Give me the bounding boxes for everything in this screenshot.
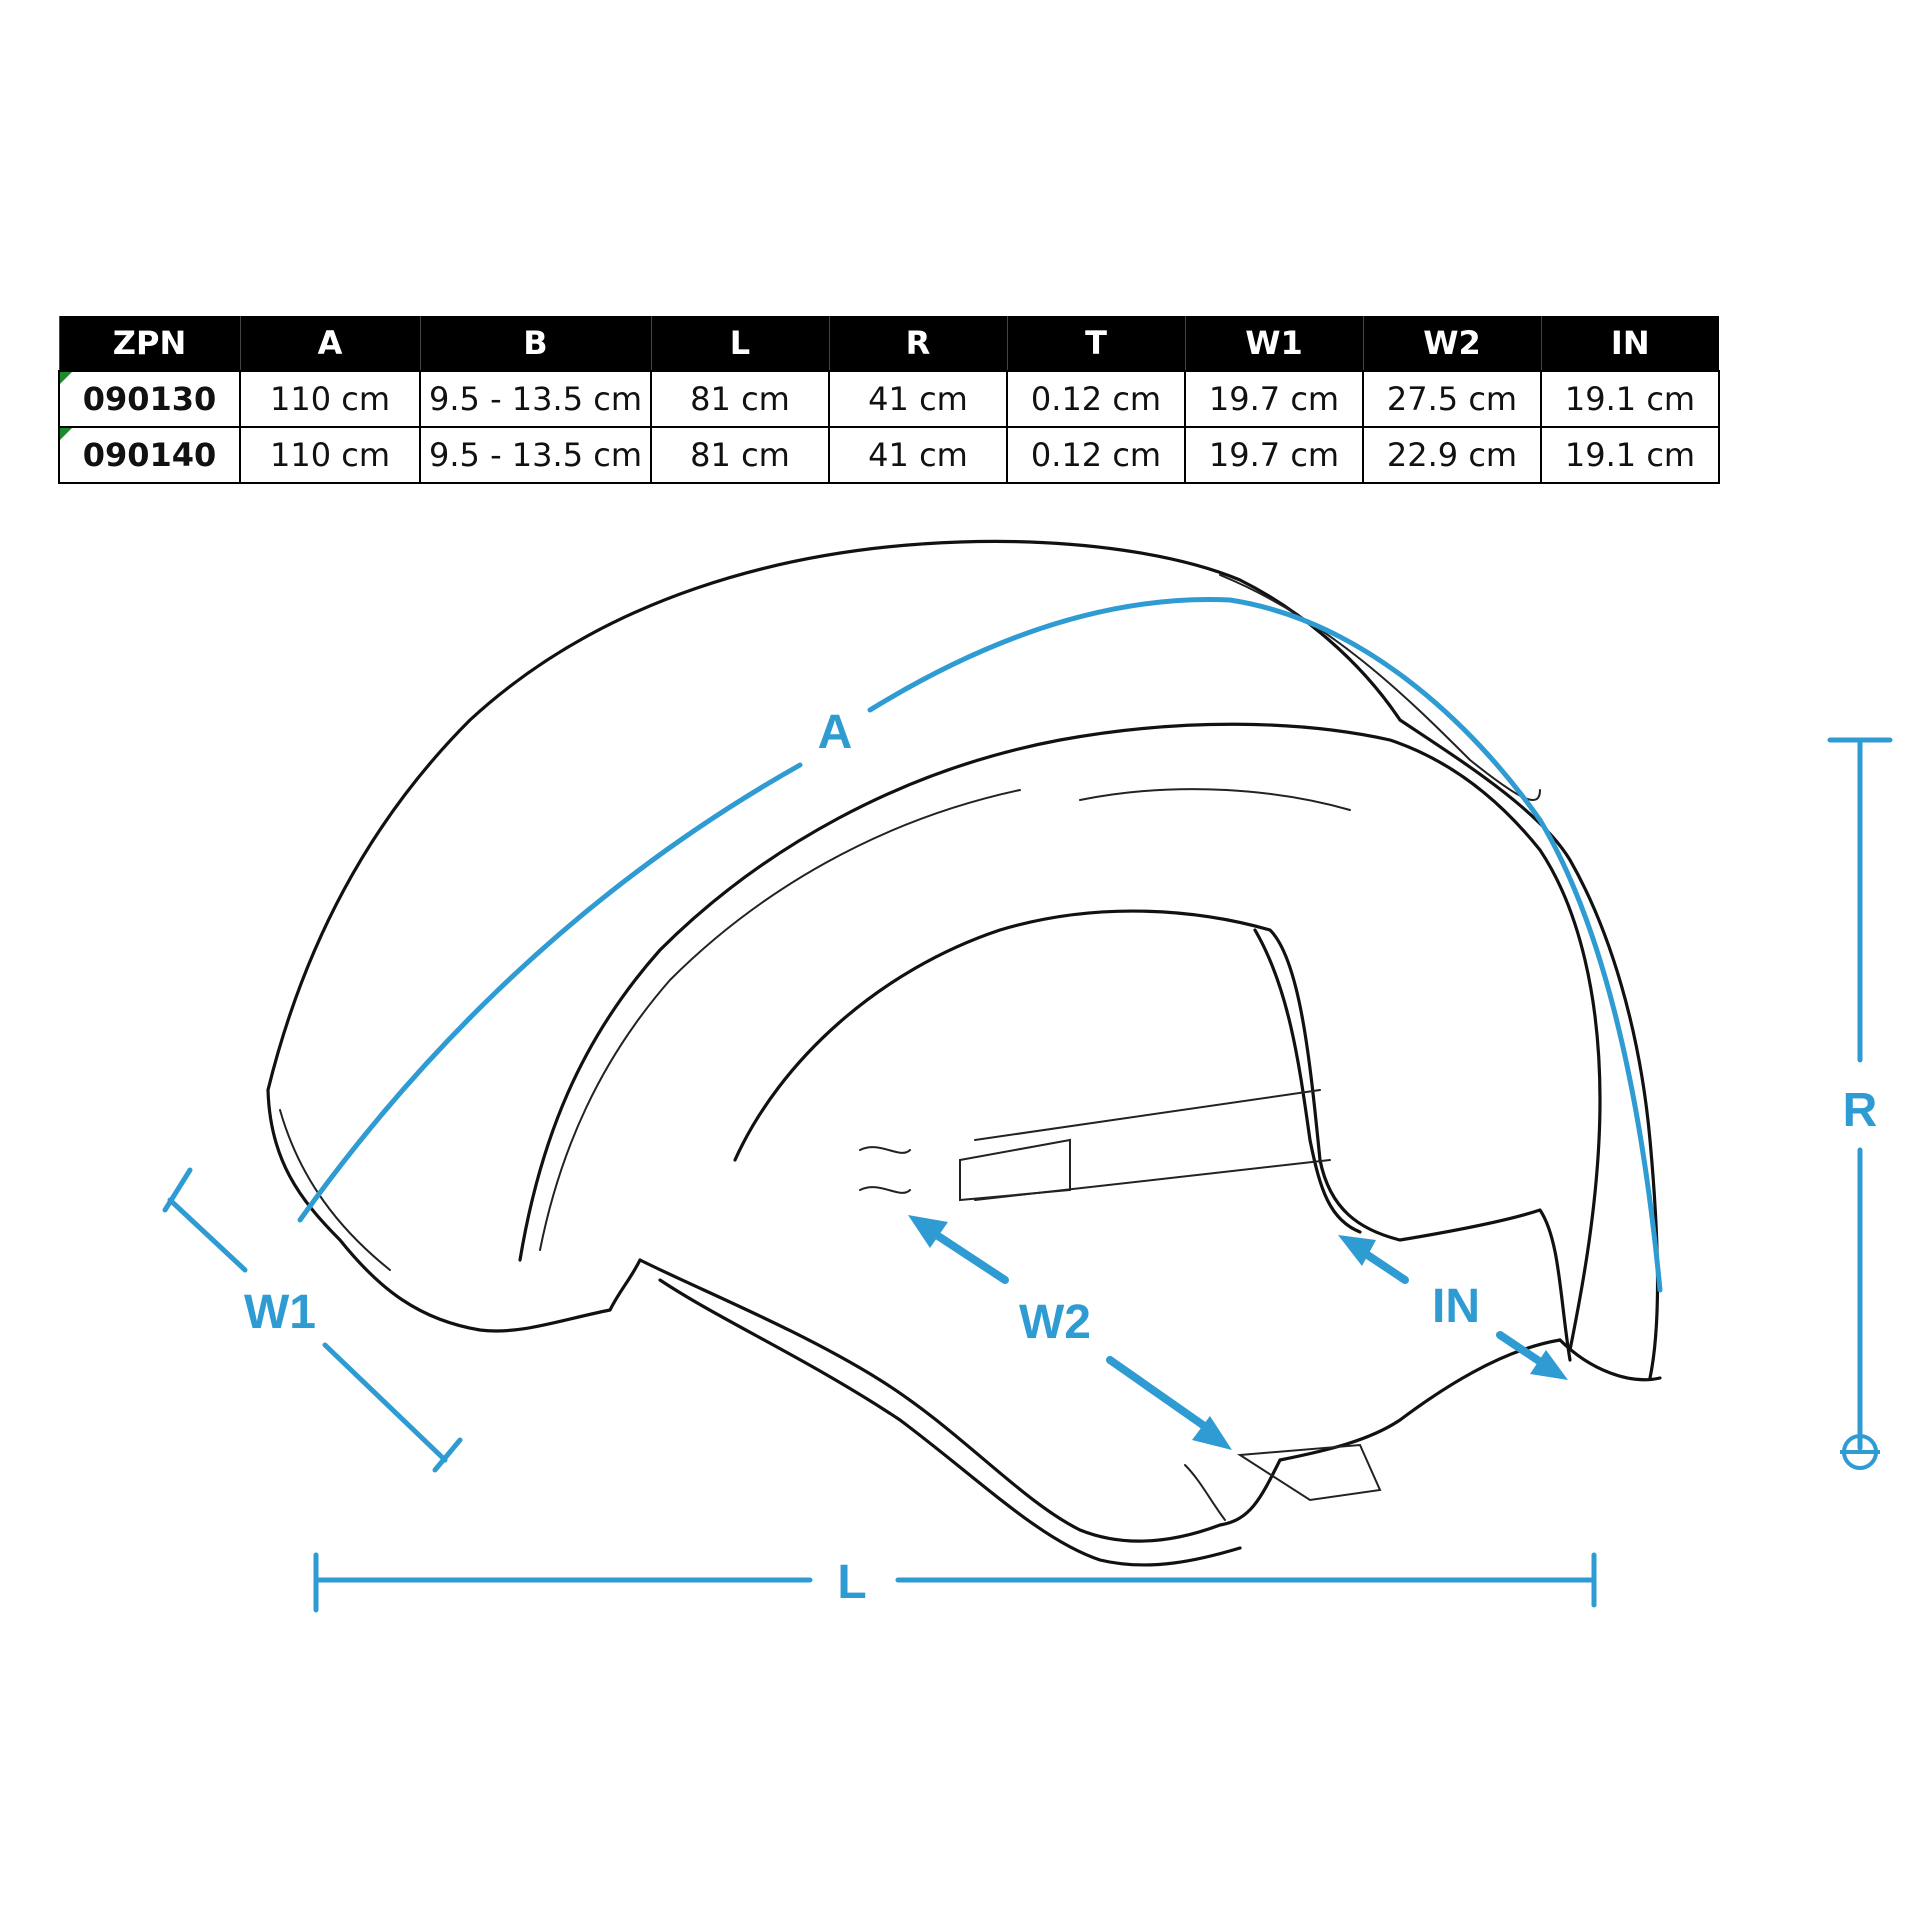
table-row: 090130 110 cm 9.5 - 13.5 cm 81 cm 41 cm … [58,370,1720,428]
header-a: A [239,316,420,371]
fender-inner-rib [518,722,1602,1352]
dimension-w2-arrow-lower [1106,1356,1214,1434]
dimension-a-arc-lower [297,762,803,1223]
dimension-l: L [313,1552,1597,1613]
dimension-a: A [297,597,1663,1293]
dimension-w2-arrowhead-upper [908,1215,948,1248]
cell-w2: 22.9 cm [1362,426,1542,484]
cell-b: 9.5 - 13.5 cm [419,370,652,428]
table-header-row: ZPN A B L R T W1 W2 IN [58,316,1719,371]
fender-bottom-edge [658,1278,1242,1567]
dimension-in-label: IN [1432,1280,1480,1333]
dimension-in-arrowhead-upper [1338,1235,1376,1266]
dimension-w2-arrowhead-lower [1192,1416,1232,1450]
cell-a: 110 cm [239,370,421,428]
fender-wheel-well [733,909,1572,1362]
dimension-w1-line-upper [167,1197,248,1273]
cell-t: 0.12 cm [1006,370,1186,428]
cell-in: 19.1 cm [1540,426,1720,484]
dimension-in-arrowhead-lower [1530,1350,1568,1380]
cell-b: 9.5 - 13.5 cm [419,426,652,484]
dimension-w1-line-lower [322,1342,448,1463]
cell-l: 81 cm [650,370,830,428]
header-l: L [650,316,829,371]
cell-w1: 19.7 cm [1184,370,1364,428]
fender-end-cap [1558,1338,1662,1382]
fender-front-face [266,1088,642,1333]
cell-zpn: 090130 [58,370,241,428]
dimension-r: R [1827,737,1893,1470]
spec-table: ZPN A B L R T W1 W2 IN 090130 110 cm 9.5… [58,316,1720,484]
cell-zpn: 090140 [58,426,241,484]
dimension-in: IN [1338,1235,1568,1380]
fender-outer-edge-shadow [1219,574,1541,801]
header-b: B [419,316,651,371]
fender-inner-panel [1253,928,1362,1234]
header-t: T [1006,316,1185,371]
fender-bracket-bottom [1184,1443,1382,1521]
dimension-w2-label: W2 [1019,1296,1091,1349]
header-w1: W1 [1184,316,1363,371]
cell-in: 19.1 cm [1540,370,1720,428]
header-zpn: ZPN [58,316,240,371]
dimension-r-label: R [1843,1084,1878,1137]
dimension-w1-tick-bottom [432,1437,463,1473]
dimension-l-label: L [837,1556,866,1609]
cell-a: 110 cm [239,426,421,484]
dimension-w2: W2 [908,1215,1232,1450]
dimension-a-label: A [818,706,853,759]
header-w2: W2 [1362,316,1541,371]
dimension-a-arc-upper [867,597,1663,1293]
header-r: R [828,316,1007,371]
dimension-w1-label: W1 [244,1286,316,1339]
cell-w2: 27.5 cm [1362,370,1542,428]
fender-bracket-left [859,1138,1071,1202]
fender-sketch [266,539,1662,1567]
fender-rib-shadow-2 [1079,788,1351,811]
cell-r: 41 cm [828,426,1008,484]
dimension-w1: W1 [162,1167,463,1473]
cell-t: 0.12 cm [1006,426,1186,484]
header-in: IN [1540,316,1719,371]
fender-bottom-skirt [638,1258,1562,1543]
dimension-w2-arrow-upper [928,1228,1009,1284]
fender-front-face-line [279,1109,391,1271]
fender-rib-shadow-1 [539,789,1021,1251]
dimension-in-arrow-lower [1496,1331,1549,1369]
fender-outer-edge [266,539,1660,1380]
dimension-w1-tick-top [162,1167,193,1213]
cell-l: 81 cm [650,426,830,484]
cell-w1: 19.7 cm [1184,426,1364,484]
table-row: 090140 110 cm 9.5 - 13.5 cm 81 cm 41 cm … [58,426,1720,484]
cell-r: 41 cm [828,370,1008,428]
fender-bracket-strut [974,1089,1331,1201]
